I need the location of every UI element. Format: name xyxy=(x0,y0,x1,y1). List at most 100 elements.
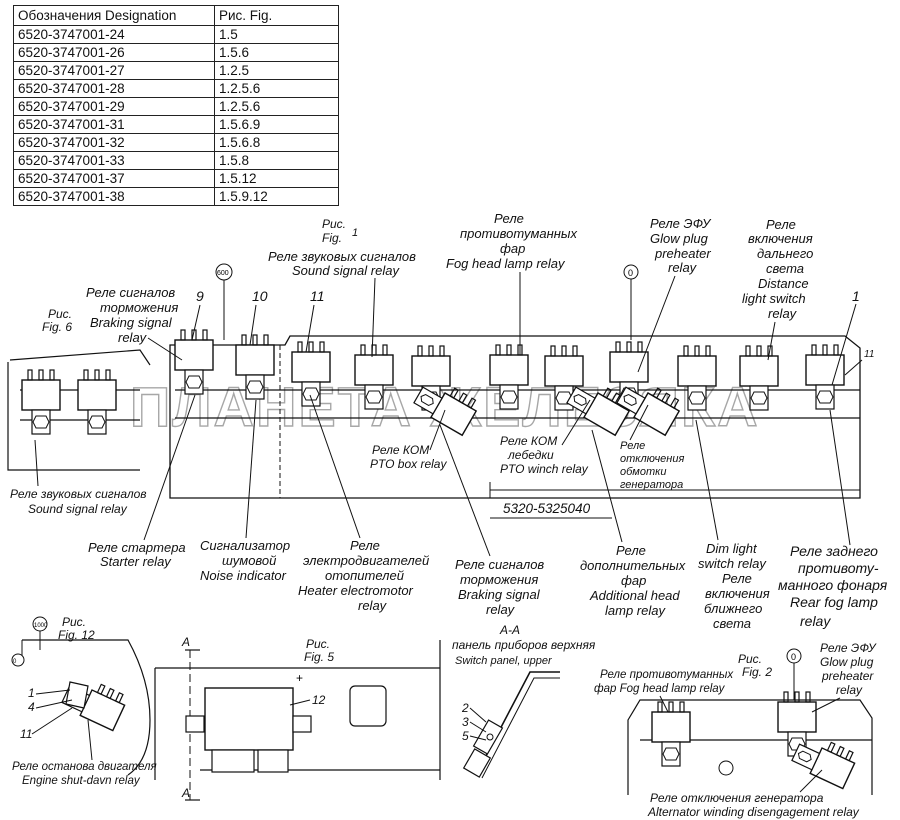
fig12-view: Рис. Fig. 12 1000 0 1 4 11 Реле останова… xyxy=(11,615,157,787)
fig-cell: 1.5.6.8 xyxy=(214,133,339,152)
fig1-ru: Рис. xyxy=(322,217,346,231)
tag-600: 600 xyxy=(217,270,229,277)
noise-1: Сигнализатор xyxy=(200,538,290,553)
efu-top-3: preheater xyxy=(654,246,711,261)
efu-f2-4: relay xyxy=(836,683,863,697)
heater-1: Реле xyxy=(350,538,380,553)
num-11-right: 11 xyxy=(864,349,874,360)
f12-n11: 11 xyxy=(20,727,32,741)
sec-a-bot: A xyxy=(181,786,190,800)
plus-mark: + xyxy=(296,671,303,685)
aa-title: A-A xyxy=(499,623,520,637)
designation-cell: 6520-3747001-33 xyxy=(13,151,215,170)
num-9: 9 xyxy=(196,288,204,304)
fig1-num: 1 xyxy=(352,227,358,239)
noise-3: Noise indicator xyxy=(200,568,287,583)
komw-3: PTO winch relay xyxy=(500,462,589,476)
dist-7: relay xyxy=(768,306,798,321)
brake-left-1: Реле сигналов xyxy=(86,285,175,300)
dim-5: ближнего xyxy=(704,601,762,616)
main-panel: 5320-5325040 xyxy=(169,329,861,519)
heater-3: отопителей xyxy=(325,568,404,583)
brake-left-3: Braking signal xyxy=(90,315,173,330)
panel-en: Switch panel, upper xyxy=(455,655,553,667)
alt-off-4: генератора xyxy=(620,479,683,491)
dist-2: включения xyxy=(748,231,813,246)
addlamp-5: lamp relay xyxy=(605,603,666,618)
designation-table: Обозначения Designation Рис. Fig. 6520-3… xyxy=(13,5,339,206)
aa-n3: 3 xyxy=(462,715,469,729)
fig6-relay-left xyxy=(21,369,61,435)
fog-top-4: Fog head lamp relay xyxy=(446,256,566,271)
fig12-en: Fig. 12 xyxy=(58,628,95,642)
kom-ru: Реле КОМ xyxy=(372,443,429,457)
f12-n4: 4 xyxy=(28,700,35,714)
fig1-en: Fig. xyxy=(322,231,342,245)
dim-1: Dim light xyxy=(706,541,758,556)
brake-bottom-2: торможения xyxy=(460,572,538,587)
shutdown-ru: Реле останова двигателя xyxy=(12,761,157,773)
rearfog-3: манного фонаря xyxy=(778,577,888,593)
tag-1000: 1000 xyxy=(34,623,48,629)
relay-rear-fog xyxy=(805,344,845,410)
shutdown-en: Engine shut-davn relay xyxy=(22,775,141,787)
f12-n1: 1 xyxy=(28,686,35,700)
fog-f2-2: фар Fog head lamp relay xyxy=(594,683,726,695)
addlamp-1: Реле xyxy=(616,543,646,558)
sound-left-ru: Реле звуковых сигналов xyxy=(10,487,147,501)
fig6-en: Fig. 6 xyxy=(42,320,72,334)
fig-cell: 1.5.12 xyxy=(214,169,339,188)
efu-top-2: Glow plug xyxy=(650,231,709,246)
tag-0-fig2: 0 xyxy=(791,652,796,662)
efu-f2-1: Реле ЭФУ xyxy=(820,641,877,655)
table-header-row: Обозначения Designation Рис. Fig. xyxy=(13,5,339,26)
dist-3: дальнего xyxy=(757,246,813,261)
sound-top-en: Sound signal relay xyxy=(292,263,400,278)
fig2-fog-relay xyxy=(651,701,691,767)
efu-f2-3: preheater xyxy=(821,669,874,683)
komw-1: Реле КОМ xyxy=(500,434,557,448)
heater-5: relay xyxy=(358,598,388,613)
dist-5: Distance xyxy=(758,276,809,291)
addlamp-2: дополнительных xyxy=(580,558,686,573)
fig6-ru: Рис. xyxy=(48,307,72,321)
rearfog-4: Rear fog lamp xyxy=(790,594,878,610)
fog-top-2: противотуманных xyxy=(460,226,577,241)
fig12-ru: Рис. xyxy=(62,615,86,629)
aa-n2: 2 xyxy=(461,701,469,715)
designation-cell: 6520-3747001-38 xyxy=(13,187,215,206)
kom-en: PTO box relay xyxy=(370,457,447,471)
alt-off-1: Реле xyxy=(620,440,645,452)
rearfog-2: противоту- xyxy=(798,560,879,576)
part-code: 5320-5325040 xyxy=(503,501,591,516)
noise-2: шумовой xyxy=(222,553,276,568)
dim-4: включения xyxy=(705,586,770,601)
fig6-relay-right xyxy=(77,369,117,435)
fig2-efu-relay xyxy=(777,691,817,757)
fog-top-1: Реле xyxy=(494,211,524,226)
fig2-en: Fig. 2 xyxy=(742,665,772,679)
sound-top-ru: Реле звуковых сигналов xyxy=(268,249,416,264)
dist-1: Реле xyxy=(766,217,796,232)
tag-0: 0 xyxy=(628,268,633,278)
fig6-view: Рис. Fig. 6 xyxy=(7,307,151,471)
fig-cell: 1.5.6.9 xyxy=(214,115,339,134)
designation-cell: 6520-3747001-31 xyxy=(13,115,215,134)
dim-6: света xyxy=(713,616,751,631)
komw-2: лебедки xyxy=(507,448,554,462)
efu-f2-2: Glow plug xyxy=(820,655,874,669)
rearfog-5: relay xyxy=(800,613,831,629)
fig5-ru: Рис. xyxy=(306,637,330,651)
dim-3: Реле xyxy=(722,571,752,586)
heater-2: электродвигателей xyxy=(303,553,429,568)
brake-bottom-3: Braking signal xyxy=(458,587,541,602)
brake-left-2: торможения xyxy=(100,300,178,315)
fig2-ru: Рис. xyxy=(738,652,762,666)
brake-bottom-4: relay xyxy=(486,602,516,617)
